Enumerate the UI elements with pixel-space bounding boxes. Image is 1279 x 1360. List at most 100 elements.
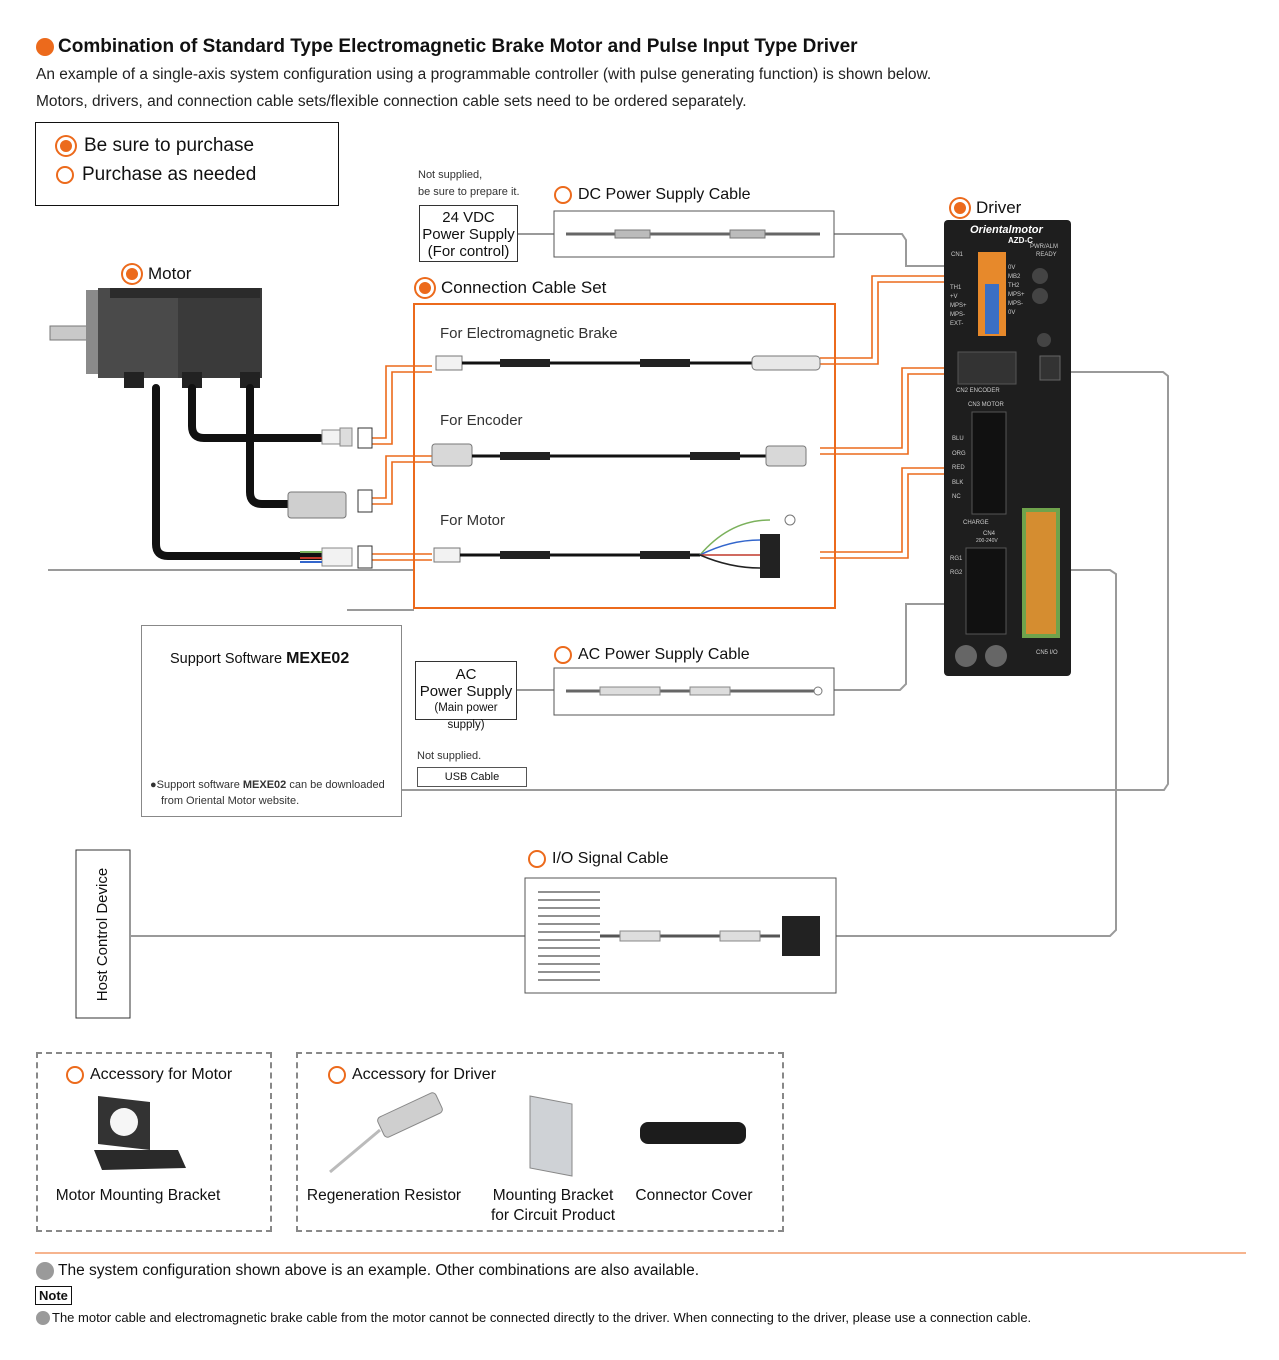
driver-ready: READY	[1036, 252, 1057, 258]
required-icon	[57, 137, 75, 155]
cn3-pin: BLK	[952, 479, 964, 486]
cn1-pin: TH1	[950, 285, 962, 291]
legend-purchase-text: Be sure to purchase	[84, 135, 255, 156]
cn1-pin: MB2	[1008, 274, 1021, 280]
encoder-cable-label: For Encoder	[440, 412, 523, 429]
dc-supply-line2: Power Supply	[422, 226, 515, 243]
software-note: ●Support software MEXE02 can be download…	[150, 779, 385, 807]
legend-optional: Purchase as needed	[54, 164, 256, 186]
connector-cover-image	[640, 1122, 746, 1144]
ac-cable-label: AC Power Supply Cable	[552, 646, 750, 664]
cn1-pin: TH2	[1008, 283, 1020, 289]
motor-accessory-text: Accessory for Motor	[90, 1066, 233, 1083]
required-icon	[951, 199, 969, 217]
driver-accessory-text: Accessory for Driver	[352, 1066, 497, 1083]
legend-optional-text: Purchase as needed	[82, 164, 257, 185]
ac-power-supply-box: AC Power Supply (Main power supply)	[415, 661, 517, 731]
cn1-pin: MPS+	[1008, 292, 1025, 298]
footer-warning: The motor cable and electromagnetic brak…	[36, 1310, 1031, 1325]
software-box: Support Software MEXE02 ●Support softwar…	[141, 625, 402, 817]
title-text: Combination of Standard Type Electromagn…	[58, 36, 858, 57]
resistor-caption: Regeneration Resistor	[306, 1187, 462, 1204]
ac-supply-line1: AC	[455, 666, 477, 683]
dc-power-supply-box: 24 VDC Power Supply (For control)	[419, 205, 518, 262]
required-icon	[416, 279, 434, 297]
optional-icon	[554, 186, 572, 204]
motor-text: Motor	[148, 264, 192, 283]
driver-text: Driver	[976, 198, 1022, 217]
cn1-right-pins: 0V MB2 TH2 MPS+ MPS- 0V	[1008, 264, 1025, 318]
optional-icon	[56, 166, 74, 184]
cn1-left-pins: TH1 +V MPS+ MPS- EXT-	[950, 284, 967, 329]
software-note-name: MEXE02	[242, 779, 287, 791]
ac-cable-text: AC Power Supply Cable	[578, 646, 750, 663]
io-cable-label: I/O Signal Cable	[526, 850, 669, 868]
cn1-pin: MPS-	[950, 312, 965, 318]
motor-accessory-title: Accessory for Motor	[64, 1066, 232, 1084]
required-icon	[123, 265, 141, 283]
software-note-prefix: Support software	[156, 779, 243, 791]
software-note-suffix: can be downloaded	[286, 779, 385, 791]
connection-set-text: Connection Cable Set	[441, 278, 607, 297]
cn3-pin: NC	[952, 494, 961, 500]
io-cable-text: I/O Signal Cable	[552, 850, 669, 867]
not-supplied-dc-note: Not supplied, be sure to prepare it.	[418, 167, 520, 201]
driver-model: AZD-C	[1008, 236, 1033, 245]
driver-cn4-voltage: 200-240V	[976, 538, 998, 544]
ac-supply-line2: Power Supply	[419, 683, 513, 700]
circuit-bracket-line1: Mounting Bracket	[492, 1187, 614, 1204]
legend-box: Be sure to purchase Purchase as needed	[35, 122, 339, 206]
connection-set-label: Connection Cable Set	[413, 278, 606, 298]
note-tag: Note	[35, 1286, 72, 1305]
driver-charge: CHARGE	[963, 520, 989, 526]
motor-bracket-image	[94, 1096, 186, 1170]
driver-pwr: PWR/ALM	[1030, 244, 1059, 250]
circuit-bracket-line2: for Circuit Product	[490, 1207, 616, 1224]
cn1-pin: 0V	[1008, 310, 1016, 316]
motor-bracket-caption: Motor Mounting Bracket	[55, 1187, 221, 1204]
footer-warning-text: The motor cable and electromagnetic brak…	[52, 1310, 1032, 1325]
motor-accessory-box	[36, 1052, 272, 1232]
driver-cn3: CN3 MOTOR	[968, 402, 1004, 408]
not-supplied-usb-note: Not supplied.	[417, 750, 482, 762]
driver-cn4: CN4	[983, 531, 996, 537]
cn1-pin: +V	[950, 294, 958, 300]
bullet-icon	[36, 38, 54, 56]
driver-brand: Orientalmotor	[970, 224, 1043, 236]
footer-note-text: The system configuration shown above is …	[58, 1262, 700, 1279]
cn3-pin: BLU	[952, 436, 964, 442]
host-control-device: Host Control Device	[76, 850, 130, 1018]
intro-line-1: An example of a single-axis system confi…	[36, 66, 932, 83]
cn3-pin: RED	[952, 465, 965, 471]
driver-label: Driver	[948, 198, 1021, 218]
intro-line-2: Motors, drivers, and connection cable se…	[36, 93, 747, 110]
optional-icon	[66, 1066, 84, 1084]
host-text: Host Control Device	[94, 867, 112, 1001]
bullet-icon	[36, 1262, 54, 1280]
software-note-line2: from Oriental Motor website.	[161, 795, 300, 807]
ac-supply-line3: (Main power supply)	[434, 702, 498, 731]
usb-cable-box: USB Cable	[417, 767, 527, 787]
motor-image	[49, 288, 262, 388]
dc-supply-line1: 24 VDC	[442, 209, 495, 226]
resistor-image	[329, 1092, 443, 1174]
driver-cn2: CN2 ENCODER	[956, 388, 1000, 394]
cn1-pin: EXT-	[950, 321, 964, 327]
not-supplied-line: Not supplied,	[418, 169, 483, 181]
driver-rg2: RG2	[950, 570, 963, 576]
prepare-line: be sure to prepare it.	[418, 186, 520, 198]
software-title: Support Software MEXE02	[170, 650, 349, 668]
footer-note: The system configuration shown above is …	[36, 1262, 699, 1280]
brake-cable-label: For Electromagnetic Brake	[440, 325, 618, 342]
driver-rg1: RG1	[950, 556, 963, 562]
cn1-pin: 0V	[1008, 265, 1016, 271]
driver-accessory-box	[296, 1052, 784, 1232]
driver-image	[944, 220, 1071, 676]
dc-supply-line3: (For control)	[427, 243, 510, 260]
cn3-pins: BLU ORG RED BLK NC	[952, 432, 966, 505]
bullet-icon	[36, 1310, 50, 1325]
software-name: MEXE02	[286, 650, 350, 667]
motor-label: Motor	[120, 264, 191, 284]
cn3-pin: ORG	[952, 450, 966, 457]
circuit-bracket-caption: Mounting Bracket for Circuit Product	[476, 1186, 630, 1226]
